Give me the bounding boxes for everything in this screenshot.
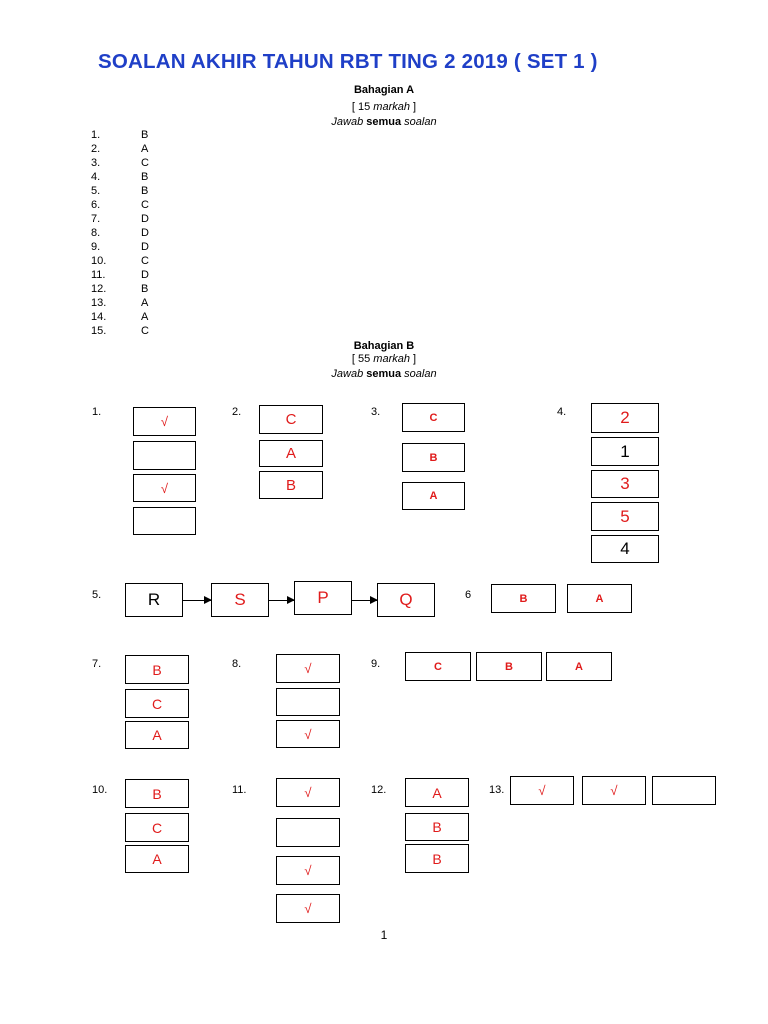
answer-row: 11.D [91, 269, 149, 281]
answer-box: √ [276, 894, 340, 923]
section-a-heading: Bahagian A [353, 84, 415, 96]
question-number: 1. [92, 406, 102, 418]
flow-box: R [125, 583, 183, 617]
answer-row: 5.B [91, 185, 149, 197]
answer-box: √ [276, 856, 340, 885]
answer-row: 9.D [91, 241, 149, 253]
answer-box: C [402, 403, 465, 432]
flow-box: P [294, 581, 352, 615]
answer-box: C [125, 689, 189, 718]
flow-arrow [269, 596, 295, 604]
flow-box: Q [377, 583, 435, 617]
answer-row: 10.C [91, 255, 149, 267]
answer-box: B [125, 655, 189, 684]
section-b-heading: Bahagian B [353, 340, 415, 352]
answer-box [133, 441, 196, 470]
document-title: SOALAN AKHIR TAHUN RBT TING 2 2019 ( SET… [98, 50, 598, 73]
question-number: 11. [232, 784, 247, 796]
answer-row: 15.C [91, 325, 149, 337]
section-b-marks: [ 55 markah ] [351, 353, 417, 365]
answer-box: A [402, 482, 465, 510]
answer-box: √ [133, 474, 196, 502]
flow-box: S [211, 583, 269, 617]
question-number: 5. [92, 589, 102, 601]
answer-box: B [405, 813, 469, 841]
answer-box: √ [276, 778, 340, 807]
answer-row: 13.A [91, 297, 149, 309]
answer-box [133, 507, 196, 535]
section-a-marks: [ 15 markah ] [351, 101, 417, 113]
question-number: 7. [92, 658, 102, 670]
answer-box: A [259, 440, 323, 467]
answer-box: √ [510, 776, 574, 805]
answer-row: 3.C [91, 157, 149, 169]
answer-box: B [491, 584, 556, 613]
answer-box: √ [133, 407, 196, 436]
question-number: 10. [92, 784, 108, 796]
answer-box: √ [582, 776, 646, 805]
question-number: 2. [232, 406, 242, 418]
answer-box: 4 [591, 535, 659, 563]
answer-row: 12.B [91, 283, 149, 295]
answer-box: C [125, 813, 189, 842]
answer-box [652, 776, 716, 805]
answer-box: B [405, 844, 469, 873]
answer-box [276, 688, 340, 716]
answer-box: A [125, 721, 189, 749]
answer-box: A [567, 584, 632, 613]
answer-box: C [259, 405, 323, 434]
answer-row: 2.A [91, 143, 149, 155]
answer-box: B [125, 779, 189, 808]
answer-box: A [125, 845, 189, 873]
answer-box: √ [276, 720, 340, 748]
question-number: 9. [371, 658, 381, 670]
flow-arrow [183, 596, 212, 604]
answer-box: 5 [591, 502, 659, 531]
section-b-instruction: Jawab semua soalan [331, 368, 437, 380]
page-number: 1 [380, 928, 388, 942]
question-number: 4. [557, 406, 567, 418]
question-number: 8. [232, 658, 242, 670]
answer-box: A [546, 652, 612, 681]
answer-box: B [259, 471, 323, 499]
answer-row: 4.B [91, 171, 149, 183]
answer-box [276, 818, 340, 847]
question-number: 3. [371, 406, 381, 418]
answer-box: √ [276, 654, 340, 683]
section-a-instruction: Jawab semua soalan [331, 116, 437, 128]
answer-box: B [476, 652, 542, 681]
answer-box: 3 [591, 470, 659, 498]
answer-box: A [405, 778, 469, 807]
answer-row: 14.A [91, 311, 149, 323]
answer-row: 6.C [91, 199, 149, 211]
answer-row: 7.D [91, 213, 149, 225]
flow-arrow [352, 596, 378, 604]
answer-row: 1.B [91, 129, 149, 141]
answer-box: B [402, 443, 465, 472]
question-number: 12. [371, 784, 387, 796]
answer-box: 1 [591, 437, 659, 466]
question-number: 6 [465, 589, 472, 601]
question-number: 13. [489, 784, 505, 796]
answer-box: 2 [591, 403, 659, 433]
answer-box: C [405, 652, 471, 681]
answer-row: 8.D [91, 227, 149, 239]
